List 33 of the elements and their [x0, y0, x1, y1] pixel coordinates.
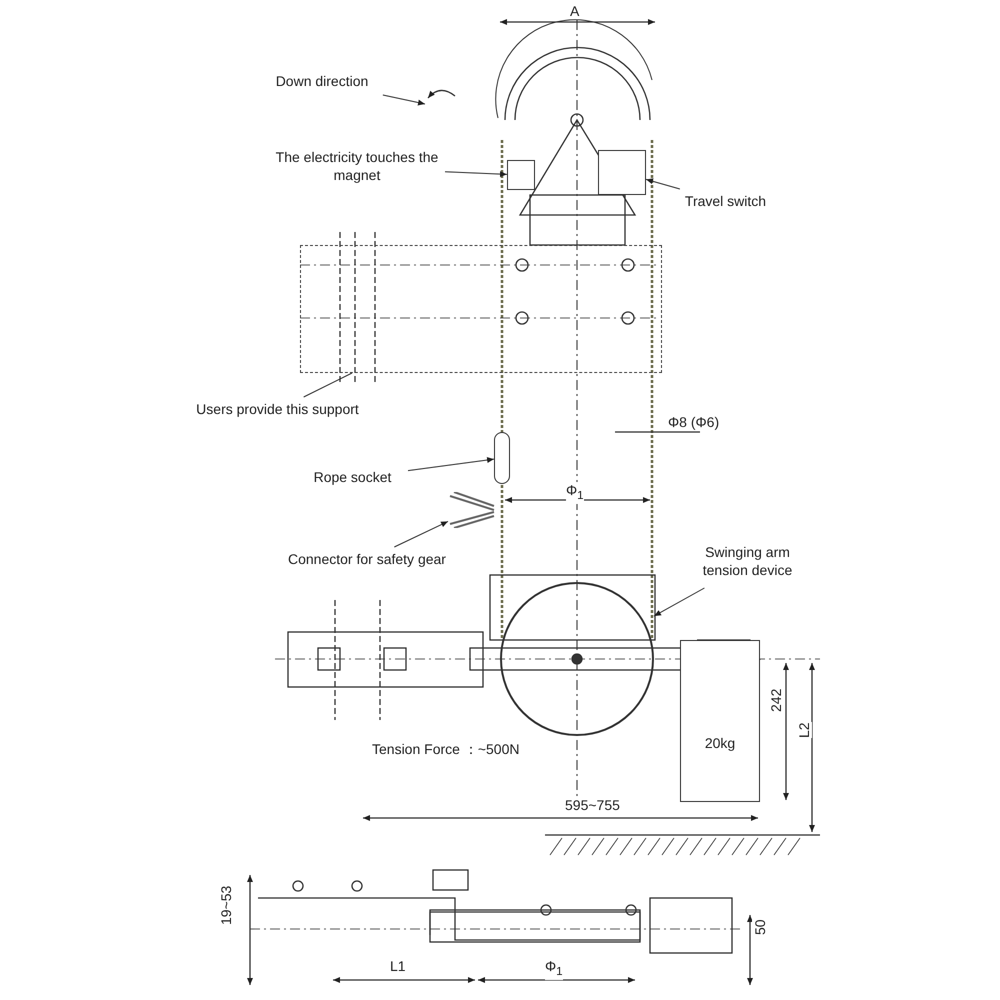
- callout-text: Connector for safety gear: [262, 550, 472, 568]
- safety-gear-connector: [448, 492, 496, 528]
- tension-wheel: [500, 582, 654, 736]
- callout-text: Down direction: [262, 72, 382, 90]
- dimension-label: 595~755: [565, 797, 620, 813]
- leader-line: [382, 94, 426, 106]
- dimension-label: Φ8 (Φ6): [668, 414, 720, 430]
- leader-line: [444, 171, 508, 178]
- callout-text: Travel switch: [668, 192, 783, 210]
- dimension-label: 19~53: [218, 886, 234, 925]
- magnet-box: [507, 160, 535, 190]
- support-bracket: [300, 245, 662, 373]
- tension-force-note: Tension Force ：~500N: [372, 741, 520, 757]
- leader-line: [646, 178, 680, 190]
- rope-socket: [494, 432, 510, 484]
- dimension-label: 50: [752, 919, 768, 935]
- dimension-label: Φ$_{1}$: [566, 482, 584, 504]
- counterweight-box: [680, 640, 760, 802]
- dimension-label: L1: [390, 958, 406, 974]
- callout-text: The electricity touches the magnet: [272, 148, 442, 184]
- leader-line: [654, 588, 705, 617]
- callout-text: Swinging arm tension device: [685, 543, 810, 579]
- leader-line: [408, 457, 494, 472]
- dimension-label: 242: [768, 688, 784, 712]
- leader-line: [303, 372, 353, 398]
- weight-label: 20kg: [704, 735, 736, 751]
- travel-switch-box: [598, 150, 646, 195]
- callout-text: Rope socket: [300, 468, 405, 486]
- dimension-label: A: [570, 3, 580, 19]
- callout-text: Users provide this support: [175, 400, 380, 418]
- leader-line: [394, 520, 448, 548]
- dimension-label: L2: [796, 722, 812, 738]
- dimension-label: Φ$_{1}$: [545, 958, 563, 980]
